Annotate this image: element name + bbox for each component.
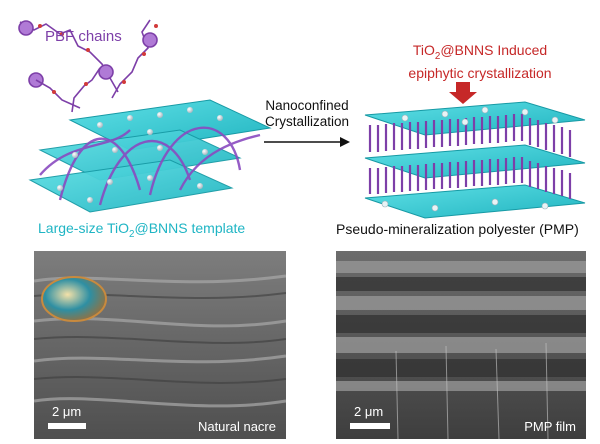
process-arrow — [264, 137, 350, 147]
pmp-schematic — [364, 82, 586, 219]
nacre-shell-icon — [41, 276, 107, 322]
scale-label: 2 μm — [354, 404, 384, 419]
pmp-caption: PMP film — [524, 419, 576, 434]
red-down-arrow-icon — [449, 82, 477, 104]
sem-natural-nacre: 2 μm Natural nacre — [34, 251, 286, 439]
crystal-lamellae — [368, 114, 572, 199]
scale-bar — [48, 423, 86, 429]
chain-atoms — [38, 24, 158, 94]
nacre-texture — [34, 251, 286, 439]
pbf-chains-label: PBF chains — [45, 28, 122, 45]
template-schematic — [18, 19, 272, 213]
template-label: Large-size TiO2@BNNS template — [38, 220, 246, 240]
scale-bar — [350, 423, 390, 429]
induced-crystallization-label: TiO2@BNNS Induced epiphytic crystallizat… — [408, 42, 552, 81]
sem-pmp-film: 2 μm PMP film — [336, 251, 586, 439]
scale-label: 2 μm — [52, 404, 82, 419]
tio2-particles — [57, 107, 223, 203]
pbf-chain-molecules — [18, 19, 158, 113]
nanoconfined-crystallization-label: Nanoconfined Crystallization — [264, 98, 350, 129]
pmp-label: Pseudo-mineralization polyester (PMP) — [336, 221, 579, 237]
pmp-texture — [336, 251, 586, 439]
nacre-caption: Natural nacre — [197, 419, 276, 434]
